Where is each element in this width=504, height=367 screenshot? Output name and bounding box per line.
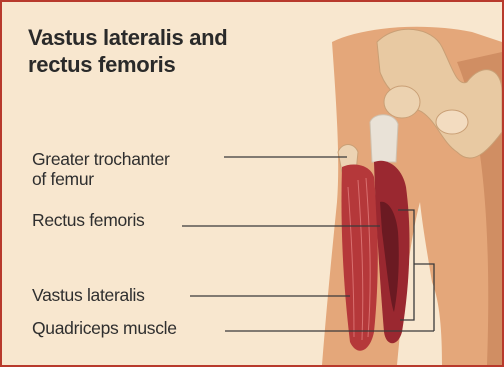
obturator-foramen (436, 110, 468, 134)
label-greater-trochanter-line1: Greater trochanter (32, 149, 170, 169)
label-greater-trochanter-line2: of femur (32, 169, 170, 189)
title-line-2: rectus femoris (28, 51, 227, 78)
label-greater-trochanter: Greater trochanter of femur (32, 149, 170, 189)
femoral-head (384, 86, 420, 118)
title-line-1: Vastus lateralis and (28, 24, 227, 51)
tendon (370, 115, 398, 162)
label-quadriceps-muscle: Quadriceps muscle (32, 318, 177, 338)
diagram-title: Vastus lateralis and rectus femoris (28, 24, 227, 78)
label-rectus-femoris: Rectus femoris (32, 210, 145, 230)
label-vastus-lateralis: Vastus lateralis (32, 285, 145, 305)
